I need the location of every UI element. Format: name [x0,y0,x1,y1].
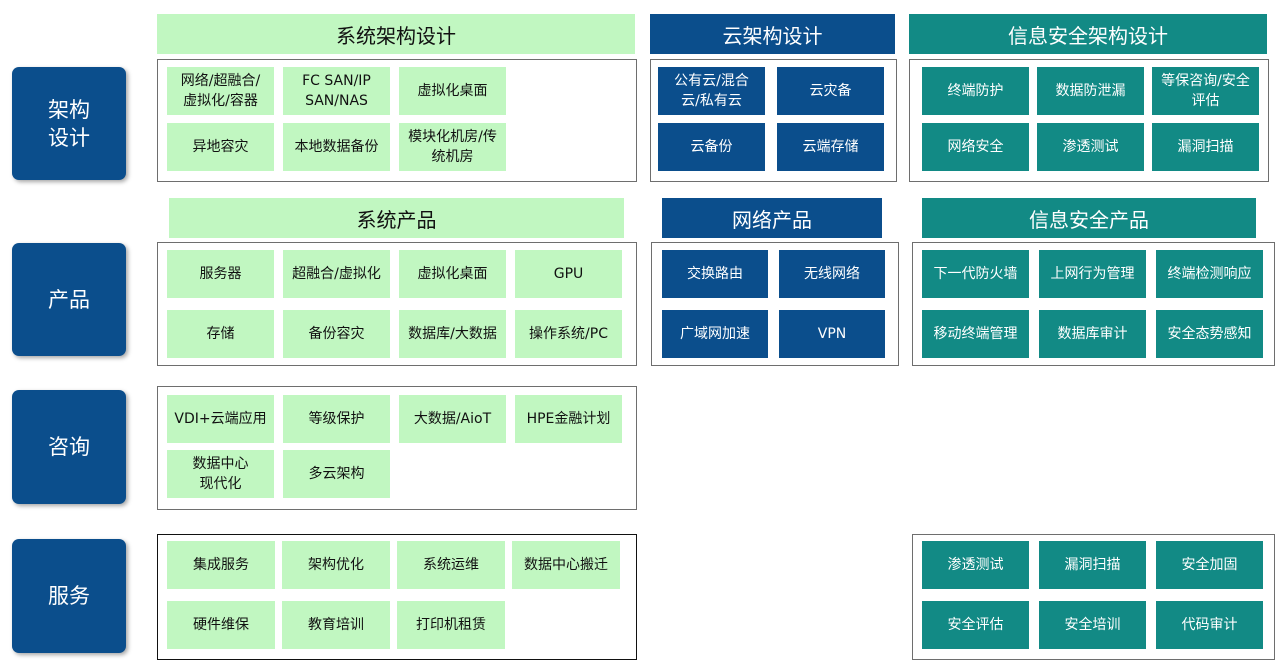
item-architecture-optimization: 架构优化 [282,541,390,589]
header-security-architecture: 信息安全架构设计 [909,14,1267,54]
item-security-training: 安全培训 [1039,601,1146,649]
grid-services-security: 渗透测试 漏洞扫描 安全加固 安全评估 安全培训 代码审计 [922,541,1263,649]
item-printer-rental: 打印机租赁 [397,601,505,649]
item-cloud-storage: 云端存储 [777,123,884,171]
item-hardware-maintenance: 硬件维保 [167,601,275,649]
item-classified-protection: 等级保护 [283,395,390,443]
item-endpoint-protection: 终端防护 [922,67,1029,115]
grid-consulting: VDI+云端应用 等级保护 大数据/AioT HPE金融计划 数据中心 现代化 … [167,395,622,498]
item-integration-service: 集成服务 [167,541,275,589]
item-gpu: GPU [515,250,622,298]
item-security-situational-awareness: 安全态势感知 [1156,310,1263,358]
grid-network-products: 交换路由 无线网络 广域网加速 VPN [662,250,885,358]
item-multi-cloud-architecture: 多云架构 [283,450,390,498]
item-edr: 终端检测响应 [1156,250,1263,298]
item-os-pc: 操作系统/PC [515,310,622,358]
item-system-operations: 系统运维 [397,541,505,589]
item-hci-virtualization: 超融合/虚拟化 [283,250,390,298]
item-security-assessment: 安全评估 [922,601,1029,649]
item-security-hardening: 安全加固 [1156,541,1263,589]
row-label-consulting: 咨询 [12,390,126,504]
item-network-security: 网络安全 [922,123,1029,171]
grid-services-system: 集成服务 架构优化 系统运维 数据中心搬迁 硬件维保 教育培训 打印机租赁 [167,541,620,649]
row-label-services: 服务 [12,539,126,653]
item-remote-disaster-recovery: 异地容灾 [167,123,274,171]
item-virtual-desktop: 虚拟化桌面 [399,67,506,115]
item-modular-datacenter: 模块化机房/传 统机房 [399,123,506,171]
item-network-hci-virtualization: 网络/超融合/ 虚拟化/容器 [167,67,274,115]
item-ngfw: 下一代防火墙 [922,250,1029,298]
item-datacenter-migration: 数据中心搬迁 [512,541,620,589]
item-vdi-cloud-apps: VDI+云端应用 [167,395,274,443]
row-label-products: 产品 [12,243,126,356]
item-code-audit: 代码审计 [1156,601,1263,649]
item-server: 服务器 [167,250,274,298]
item-service-vulnerability-scan: 漏洞扫描 [1039,541,1146,589]
item-education-training: 教育培训 [282,601,390,649]
grid-system-architecture: 网络/超融合/ 虚拟化/容器 FC SAN/IP SAN/NAS 虚拟化桌面 异… [167,67,506,171]
item-dlp: 数据防泄漏 [1037,67,1144,115]
item-cloud-dr: 云灾备 [777,67,884,115]
item-db-audit: 数据库审计 [1039,310,1146,358]
item-local-backup: 本地数据备份 [283,123,390,171]
header-network-products: 网络产品 [662,198,882,238]
item-vulnerability-scan: 漏洞扫描 [1152,123,1259,171]
item-public-hybrid-private-cloud: 公有云/混合 云/私有云 [658,67,765,115]
item-backup-dr: 备份容灾 [283,310,390,358]
item-database-bigdata: 数据库/大数据 [399,310,506,358]
item-service-penetration-test: 渗透测试 [922,541,1029,589]
item-datacenter-modernization: 数据中心 现代化 [167,450,274,498]
item-web-behavior-mgmt: 上网行为管理 [1039,250,1146,298]
header-system-products: 系统产品 [169,198,624,238]
item-cloud-backup: 云备份 [658,123,765,171]
item-penetration-test: 渗透测试 [1037,123,1144,171]
header-system-architecture: 系统架构设计 [157,14,635,54]
item-virtual-desktop-product: 虚拟化桌面 [399,250,506,298]
header-security-products: 信息安全产品 [922,198,1256,238]
item-vpn: VPN [779,310,885,358]
item-compliance-consulting: 等保咨询/安全 评估 [1152,67,1259,115]
item-bigdata-aiot: 大数据/AioT [399,395,506,443]
item-mdm: 移动终端管理 [922,310,1029,358]
item-switch-routing: 交换路由 [662,250,768,298]
item-wireless: 无线网络 [779,250,885,298]
item-fc-san: FC SAN/IP SAN/NAS [283,67,390,115]
item-storage: 存储 [167,310,274,358]
header-cloud-architecture: 云架构设计 [650,14,895,54]
grid-security-products: 下一代防火墙 上网行为管理 终端检测响应 移动终端管理 数据库审计 安全态势感知 [922,250,1263,358]
grid-system-products: 服务器 超融合/虚拟化 虚拟化桌面 GPU 存储 备份容灾 数据库/大数据 操作… [167,250,622,358]
grid-cloud-architecture: 公有云/混合 云/私有云 云灾备 云备份 云端存储 [658,67,884,171]
item-wan-acceleration: 广域网加速 [662,310,768,358]
item-hpe-finance-plan: HPE金融计划 [515,395,622,443]
grid-security-architecture: 终端防护 数据防泄漏 等保咨询/安全 评估 网络安全 渗透测试 漏洞扫描 [922,67,1259,171]
row-label-architecture: 架构 设计 [12,67,126,180]
